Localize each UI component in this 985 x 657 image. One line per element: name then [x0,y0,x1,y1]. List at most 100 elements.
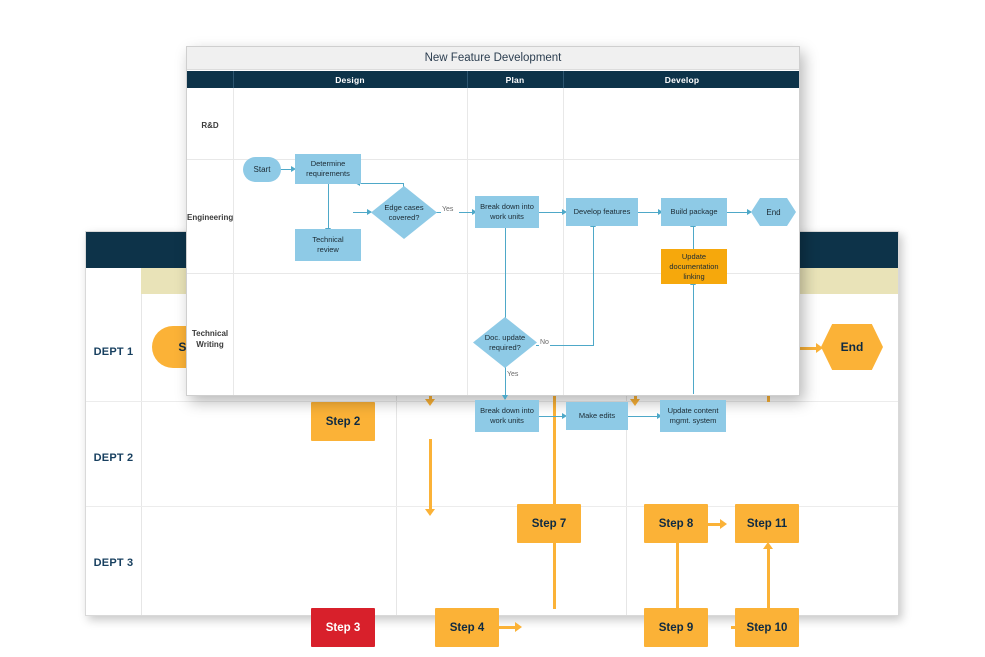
node-line-2: work units [490,416,524,425]
lane-label-line-1: Technical [191,329,229,338]
back-grid-vline-1 [396,294,397,615]
flowchart-node-doc-update-required[interactable]: Doc. update required? [473,317,537,368]
flowchart-node-edge-cases-covered[interactable]: Edge cases covered? [371,186,437,239]
flowchart-node-break-down-work-units-tech-writing[interactable]: Break down into work units [475,400,539,432]
connector-no-back-to-determine [359,183,404,185]
flowchart-node-develop-features[interactable]: Develop features [566,198,638,226]
connector-to-end [791,347,819,350]
node-line-2: documentation [669,261,719,271]
back-grid-hline-2 [86,506,898,507]
connector-docupdate-no-v [593,226,595,346]
flowchart-lane-label-rd: R&D [201,121,219,130]
node-line-1: Update [681,251,707,261]
back-grid-vline-label [141,294,142,615]
connector-arrow-breakdown1-in [472,208,477,215]
swimlane-node-step-2[interactable]: Step 2 [311,402,375,441]
colhead-divider-0 [233,71,234,88]
flowchart-node-start[interactable]: Start [243,157,281,182]
lane-label-line-2: Writing [196,340,224,349]
connector-edgecases-yes-b [459,212,475,214]
connector-buildpackage-end [726,212,750,214]
swimlane-node-step-7[interactable]: Step 7 [517,504,581,543]
connector-arrow-edgecases-in [367,208,372,215]
connector-arrow-end-in [816,343,823,353]
connector-step4-upstream [553,294,556,609]
connector-step2-step3 [429,439,432,512]
new-feature-development-flowchart[interactable]: New Feature Development Design Plan Deve… [186,46,800,432]
column-header-develop: Develop [664,74,700,85]
node-line-2: review [317,245,339,254]
flowchart-grid-vline-1 [467,88,468,395]
node-line-1: Break down into [480,406,534,415]
swimlane-node-end[interactable]: End [821,324,883,370]
flowchart-node-make-edits[interactable]: Make edits [566,402,628,430]
connector-arrow-end-in [747,208,752,215]
connector-arrow-buildpackage-in [658,208,663,215]
flowchart-grid-hline-2 [187,273,799,274]
flowchart-column-header-bar: Design Plan Develop [187,71,799,88]
connector-docupdate-yes [505,360,507,399]
connector-breakdown1-developfeatures [537,212,565,214]
node-line-1: Update content [667,406,719,415]
connector-docupdate-no-h [536,345,594,347]
flowchart-lane-label-technical-writing: Technical Writing [187,328,233,350]
flowchart-node-end[interactable]: End [751,198,796,226]
flowchart-node-determine-requirements[interactable]: Determine requirements [295,154,361,184]
node-line-1: Break down into [480,202,534,211]
edge-label-yes-docupdate: Yes [506,371,520,378]
node-line-1: Doc. update [484,333,526,342]
node-line-2: work units [490,212,524,221]
connector-arrow-step8-in [720,519,727,529]
swimlane-node-step-11[interactable]: Step 11 [735,504,799,543]
connector-breakdown1-docupdate [505,226,507,334]
node-line-1: Determine [310,159,346,168]
flowchart-node-update-documentation-linking[interactable]: Update documentation linking [661,249,727,284]
connector-step10-step11 [767,546,770,612]
connector-step8-step9 [676,542,679,612]
node-line-1: Edge cases [384,203,424,212]
connector-developfeatures-buildpackage [637,212,661,214]
flowchart-grid-vline-label [233,88,234,395]
connector-arrow-step7-in [630,399,640,406]
flowchart-body: R&D Engineering Technical Writing No Yes [187,88,799,432]
flowchart-node-build-package[interactable]: Build package [661,198,727,226]
connector-arrow-step11-in [763,542,773,549]
flowchart-node-technical-review[interactable]: Technical review [295,229,361,261]
swimlane-node-step-3[interactable]: Step 3 [311,608,375,647]
connector-arrow-makeedits-in [562,412,567,419]
flowchart-lane-label-engineering: Engineering [187,213,234,222]
flowchart-grid-vline-2 [563,88,564,395]
swimlane-node-step-8[interactable]: Step 8 [644,504,708,543]
node-line-2: required? [489,342,521,352]
node-line-2: requirements [306,169,350,178]
flowchart-grid-hline-1 [187,159,799,160]
swimlane-node-step-9[interactable]: Step 9 [644,608,708,647]
flowchart-node-update-content-mgmt-system[interactable]: Update content mgmt. system [660,400,726,432]
connector-breakdown2-makeedits [537,416,565,418]
node-line-2: covered? [388,212,420,222]
connector-arrow-breakdown2-in [501,395,508,400]
swimlane-node-step-10[interactable]: Step 10 [735,608,799,647]
edge-label-yes-edgecases: Yes [441,206,455,213]
back-subheader-corner-cell [86,268,141,294]
lane-label-dept-3: DEPT 3 [93,557,134,569]
connector-updatecms-updatedoc [693,284,695,394]
node-line-3: linking [683,271,705,281]
node-line-2: mgmt. system [669,416,717,425]
connector-arrow-step4-in [515,622,522,632]
edge-label-no-docupdate: No [539,339,550,346]
swimlane-node-step-4[interactable]: Step 4 [435,608,499,647]
colhead-divider-1 [467,71,468,88]
connector-edgecases-yes-a [436,212,445,214]
connector-updatedoc-buildpackage [693,226,695,250]
connector-arrow-updatecms-in [657,412,662,419]
column-header-design: Design [335,74,365,85]
lane-label-dept-1: DEPT 1 [93,346,134,358]
lane-label-dept-2: DEPT 2 [93,452,134,464]
connector-determine-techreview [328,183,330,232]
connector-makeedits-updatecms [627,416,660,418]
connector-arrow-developfeatures-in [562,208,567,215]
connector-techreview-edgecases [353,212,370,214]
flowchart-node-break-down-work-units-engineering[interactable]: Break down into work units [475,196,539,228]
connector-arrow-step2-in [425,399,435,406]
